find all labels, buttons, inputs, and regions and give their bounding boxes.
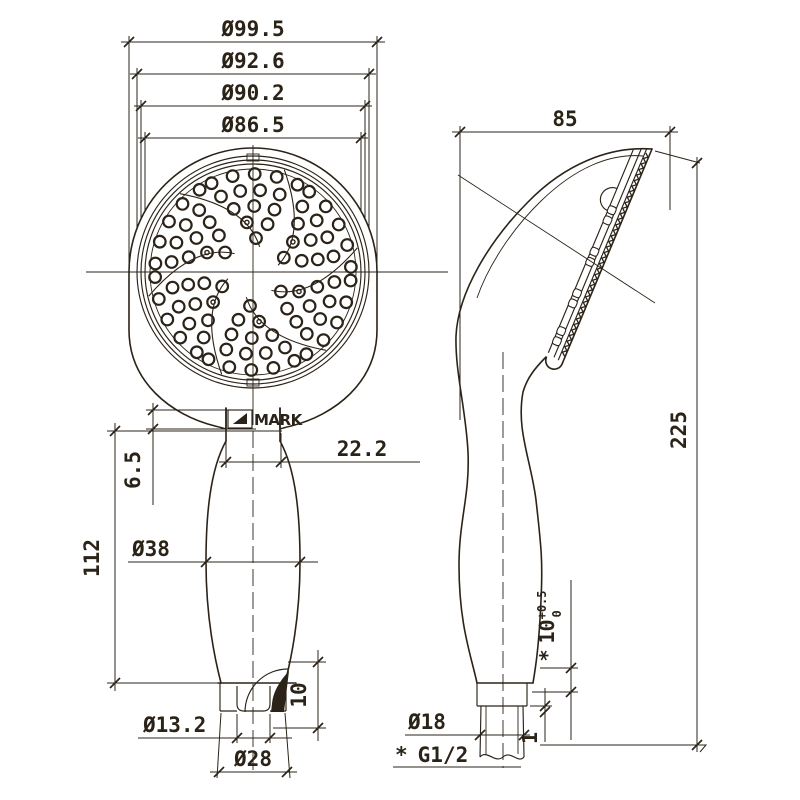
dim-front-dia-86-5: Ø86.5: [138, 113, 368, 211]
front-view: Ø99.5 Ø92.6 Ø90.2 Ø86.5: [80, 17, 448, 779]
dim-label-dia-99-5: Ø99.5: [220, 17, 284, 41]
dim-side-thread-depth: *10+0.50: [532, 580, 578, 740]
dim-label-dia-28: Ø28: [233, 747, 272, 771]
dim-front-6-5: 6.5: [121, 403, 256, 505]
dim-label-dia-86-5: Ø86.5: [220, 113, 284, 137]
thread-break-line: [479, 754, 525, 760]
dim-label-112: 112: [80, 539, 104, 577]
dim-front-dia-13-2: Ø13.2: [138, 713, 292, 744]
shower-side-outline: [455, 147, 653, 684]
spray-face-side: [544, 148, 653, 370]
mark-label: MARK: [254, 411, 304, 429]
thread-spec-text: *G1/2: [395, 743, 468, 767]
thread-spec-label: *G1/2: [393, 743, 521, 768]
head-axis-centerline: [457, 174, 656, 304]
dim-label-22-2: 22.2: [337, 437, 388, 461]
dim-label-10: 10: [287, 682, 311, 707]
dim-front-112: 112: [80, 423, 282, 691]
dim-label-85: 85: [552, 107, 577, 131]
dim-label-thread-depth: *10+0.50: [535, 590, 564, 661]
dim-front-dia-92-6: Ø92.6: [130, 49, 376, 228]
shower-head-front-outline: [128, 147, 378, 431]
dim-front-dia-28: Ø28: [210, 712, 297, 779]
dim-front-dia-90-2: Ø90.2: [134, 81, 372, 219]
dim-label-6-5: 6.5: [121, 451, 145, 489]
dim-label-dia-90-2: Ø90.2: [220, 81, 284, 105]
dim-label-dia-38: Ø38: [131, 537, 170, 561]
dim-side-85: 85: [452, 107, 678, 420]
dim-front-10: 10: [273, 650, 326, 741]
spray-sector-separators: [148, 169, 358, 375]
dim-label-dia-18: Ø18: [407, 710, 446, 734]
dim-side-dia-18: Ø18: [405, 710, 530, 741]
thread-detail-section: [271, 671, 289, 712]
side-view: 85: [393, 107, 708, 768]
mark-badge: MARK: [227, 409, 304, 429]
dim-label-dia-13-2: Ø13.2: [142, 713, 206, 737]
mark-flag-icon: [233, 413, 247, 424]
dim-front-22-2: 22.2: [219, 433, 420, 468]
dim-front-dia-99-5: Ø99.5: [121, 17, 385, 270]
spray-nozzle-holes: [148, 167, 358, 377]
dim-front-dia-38: Ø38: [128, 537, 318, 568]
thread-detail-arc: [244, 668, 289, 713]
inner-dome-bump: [599, 187, 618, 212]
dim-label-225: 225: [667, 411, 691, 449]
dim-label-dia-92-6: Ø92.6: [220, 49, 284, 73]
connector-front: [219, 668, 289, 713]
dim-side-225: 225: [540, 150, 708, 753]
connector-side: [476, 683, 528, 760]
